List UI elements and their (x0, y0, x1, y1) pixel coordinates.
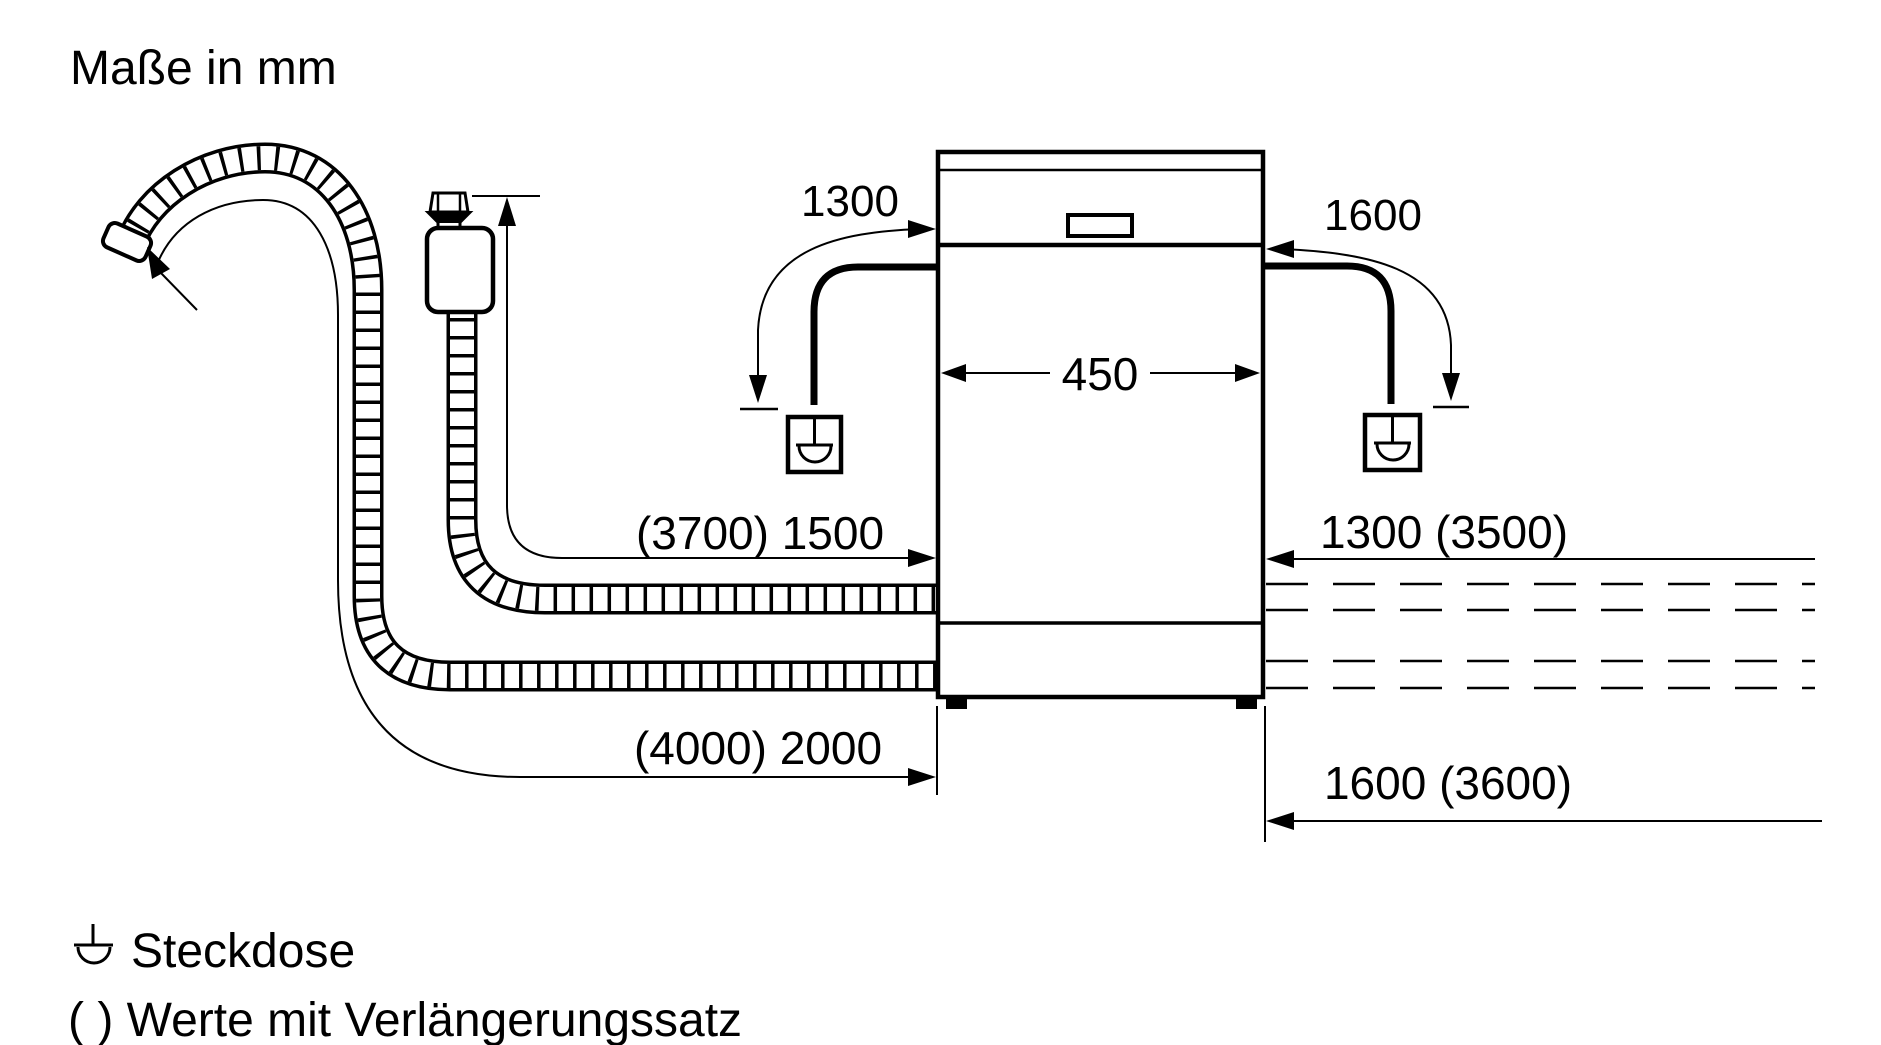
arrowhead (941, 364, 966, 382)
legend-socket-label: Steckdose (131, 925, 355, 978)
aquastop-valve-icon (424, 191, 496, 315)
dim-label-supply-right: 1300 (3500) (1320, 506, 1568, 558)
dim-label-drain-right: 1600 (3600) (1324, 757, 1572, 809)
legend: Steckdose ( ) Werte mit Verlängerungssat… (68, 924, 742, 1045)
drain-hose (100, 142, 938, 692)
arrowhead (1235, 364, 1260, 382)
arrowhead (908, 768, 936, 786)
dim-label-cord-left: 1300 (801, 177, 899, 226)
dim-appliance-width: 450 (941, 348, 1260, 400)
arrowhead (498, 197, 516, 226)
power-cord-left (810, 263, 938, 405)
dim-cord-right: 1600 (1266, 191, 1469, 409)
power-cord-right (1263, 262, 1395, 404)
arrowhead (147, 247, 170, 279)
dim-cord-left: 1300 (740, 177, 936, 411)
legend-parentheses-note: ( ) Werte mit Verlängerungssatz (68, 994, 742, 1045)
foot-left (946, 697, 967, 709)
arrowhead (1266, 550, 1294, 568)
hose-extension-dashed-lines (1266, 582, 1815, 690)
arrowhead (908, 549, 936, 567)
dim-label-cord-right: 1600 (1324, 191, 1422, 240)
arrowhead (1266, 240, 1294, 258)
right-socket-icon (1362, 412, 1423, 473)
dim-supply-right: 1300 (3500) (1266, 506, 1815, 568)
dim-supply-hose-left: (3700) 1500 (472, 195, 936, 567)
dim-drain-hose-left: (4000) 2000 (147, 198, 938, 795)
foot-right (1236, 697, 1257, 709)
supply-hose (446, 300, 938, 615)
arrowhead (1266, 812, 1294, 830)
dishwasher (935, 149, 1266, 709)
dim-label-drain-left: (4000) 2000 (634, 722, 882, 774)
dim-label-width: 450 (1062, 348, 1139, 400)
left-socket-icon (785, 414, 844, 475)
arrowhead (1442, 373, 1460, 401)
arrowhead (908, 220, 936, 238)
door-handle (1066, 213, 1134, 238)
dim-drain-right: 1600 (3600) (1264, 706, 1822, 842)
dim-label-supply-left: (3700) 1500 (636, 507, 884, 559)
arrowhead (749, 375, 767, 403)
legend-socket-icon (74, 924, 113, 965)
page-title: Maße in mm (70, 42, 337, 95)
